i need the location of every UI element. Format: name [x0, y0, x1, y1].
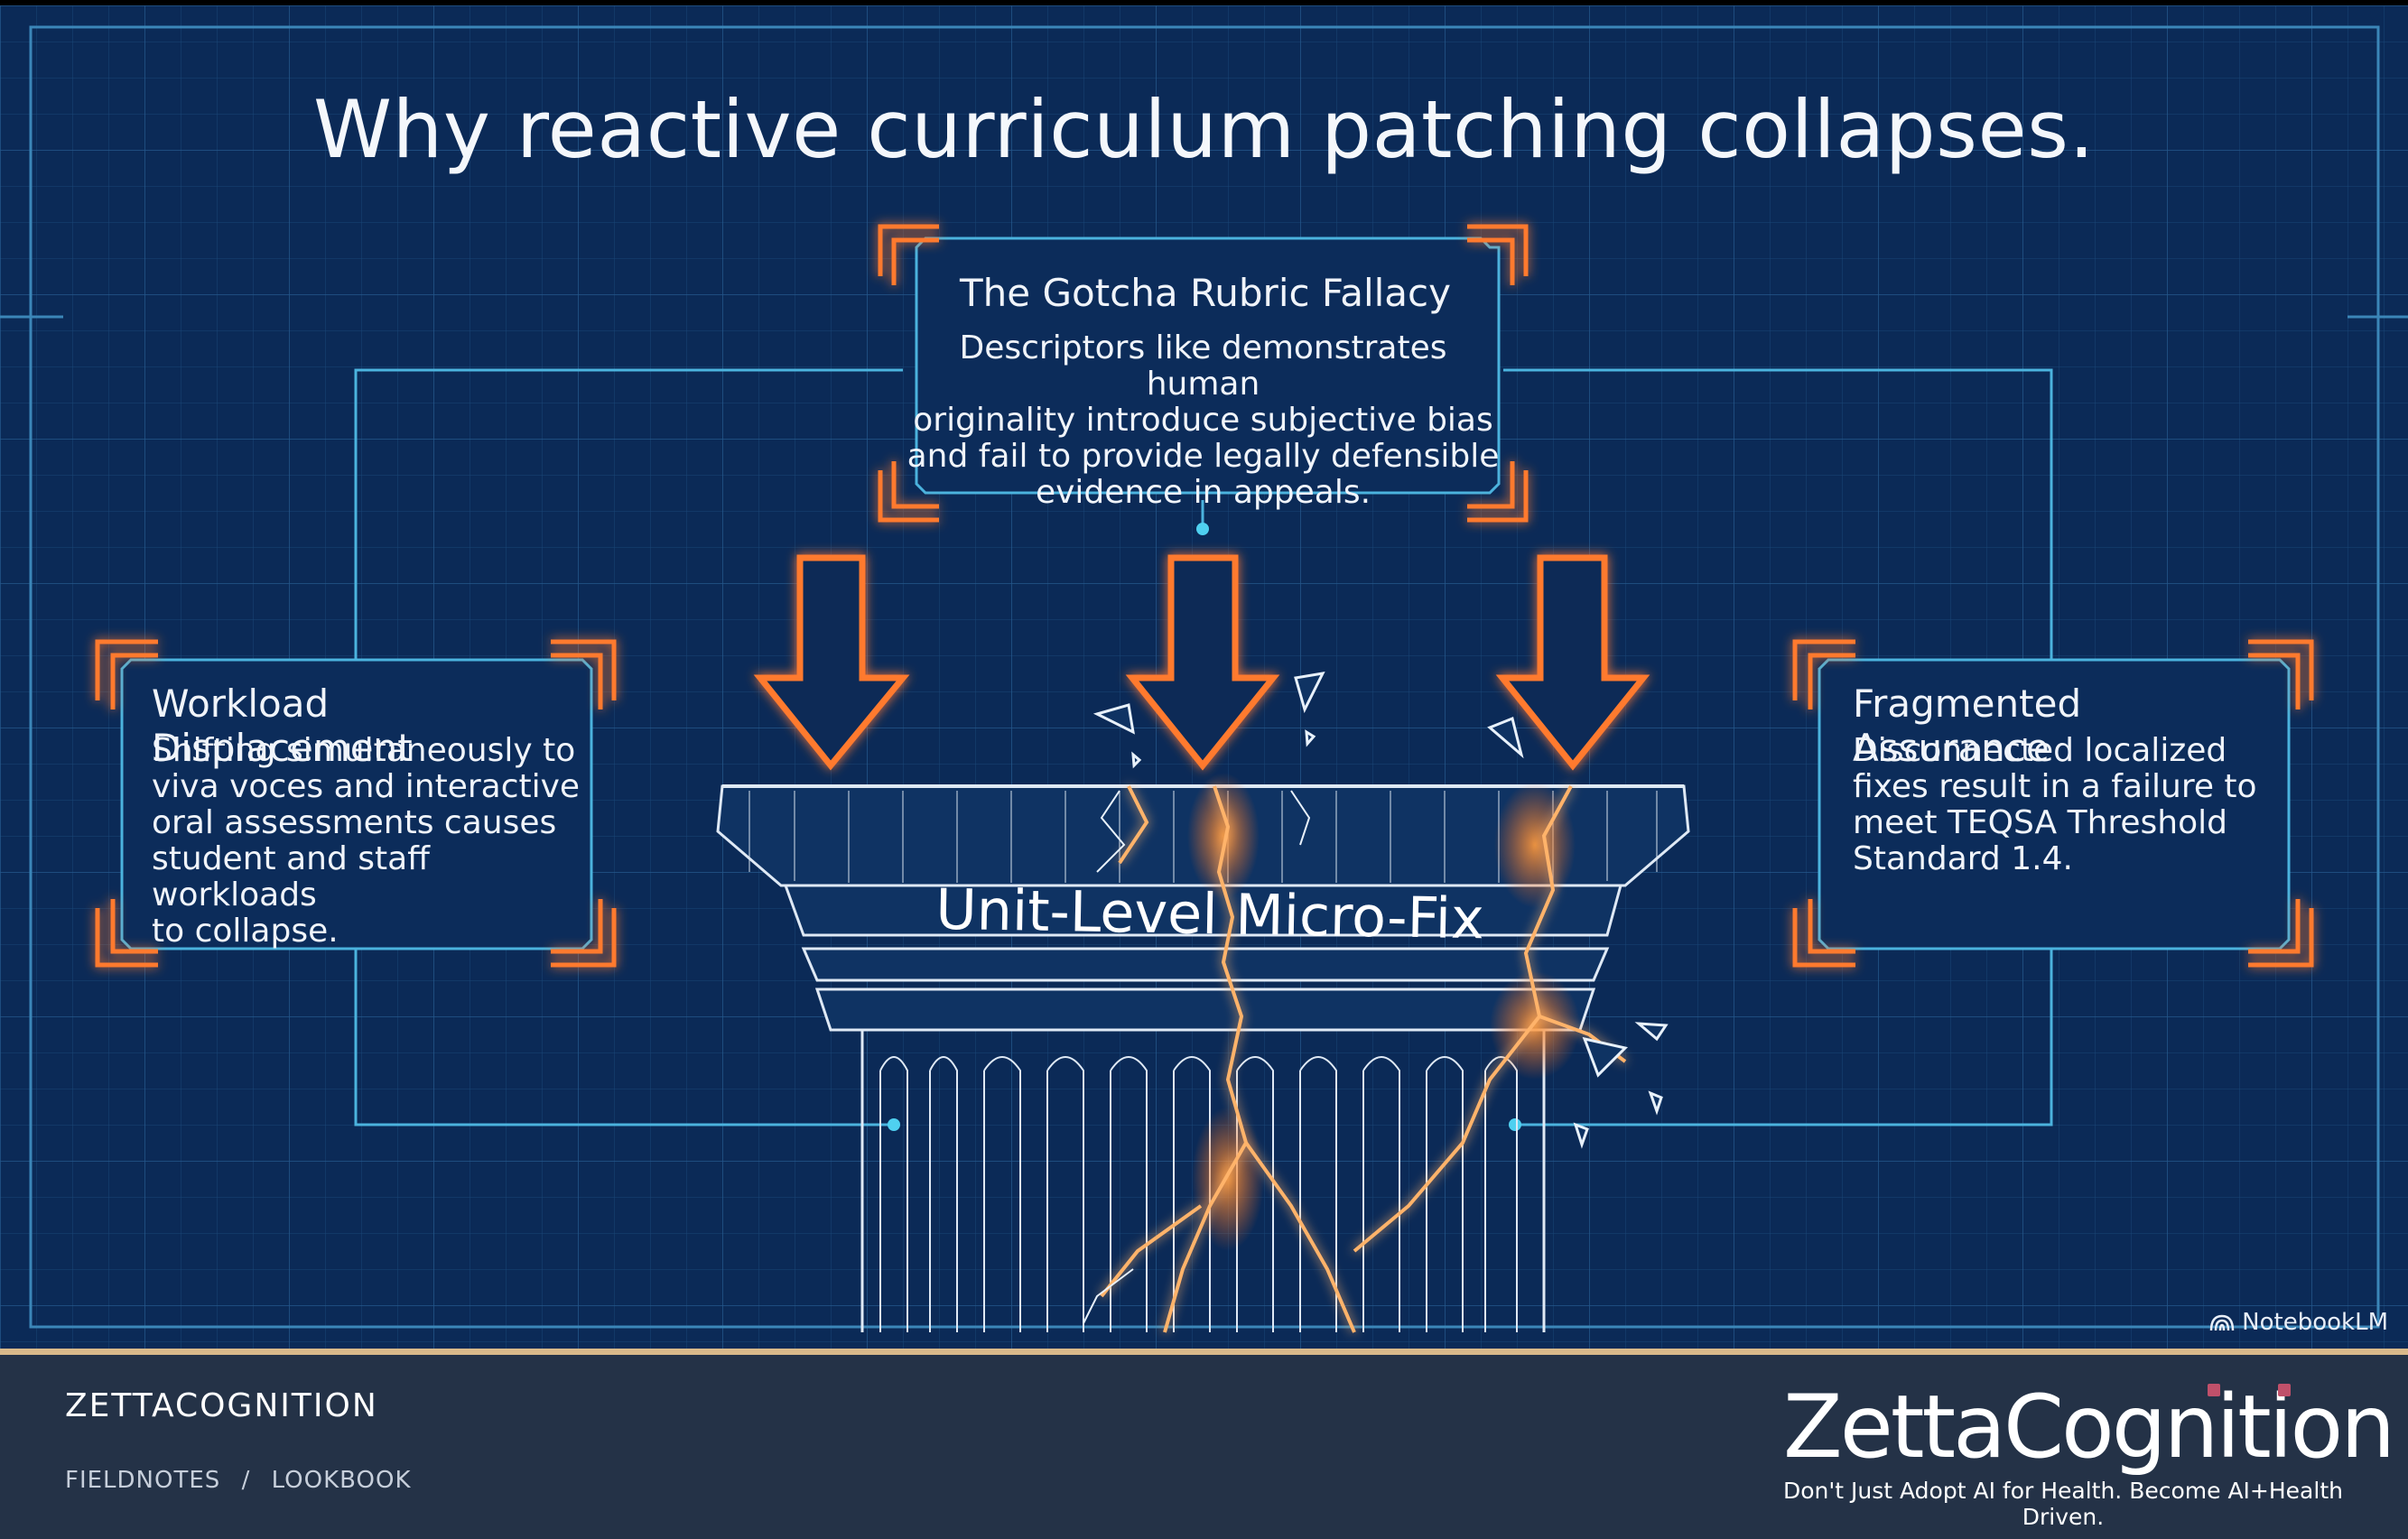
top-box-frame [878, 224, 1529, 523]
breadcrumb: FIELDNOTES / LOOKBOOK [65, 1467, 424, 1494]
pillar-cracks [1100, 785, 1627, 1333]
right-box-line: fixes result in a failure to [1853, 768, 2257, 805]
diagram-art [0, 5, 2408, 1349]
slide: Why reactive curriculum patching collaps… [0, 5, 2408, 1349]
debris [1092, 672, 1669, 1149]
top-box-title: The Gotcha Rubric Fallacy [960, 271, 1451, 315]
connector-node-left [888, 1118, 900, 1131]
top-box-line: originality introduce subjective bias [913, 402, 1493, 439]
logo-wordmark: ZettaCognition [1783, 1382, 2395, 1472]
footer-divider [0, 1349, 2408, 1355]
pillar-label: Unit-Level Micro-Fix [934, 876, 1485, 952]
left-box-frame [95, 639, 617, 968]
left-box-line: student and staff workloads [152, 840, 430, 913]
breadcrumb-fieldnotes[interactable]: FIELDNOTES [65, 1467, 221, 1494]
slide-title: Why reactive curriculum patching collaps… [313, 83, 2095, 176]
notebooklm-watermark: NotebookLM [2209, 1309, 2388, 1336]
top-box-line: Descriptors like demonstrates human [959, 329, 1447, 403]
logo-text: ZettaCognition [1783, 1377, 2395, 1478]
right-box-body: Disconnected localized fixes result in a… [1853, 733, 2277, 877]
connector-node-right [1509, 1118, 1521, 1131]
left-box-title: Workload Displacement [152, 681, 413, 770]
connector-node-top [1196, 523, 1209, 535]
top-box-body: Descriptors like demonstrates human orig… [903, 330, 1503, 511]
logo-dot-icon [2208, 1384, 2220, 1396]
left-box-line: Shifting simultaneously to [152, 732, 576, 769]
right-box-frame [1792, 639, 2314, 968]
left-box-line: viva voces and interactive [152, 768, 581, 805]
breadcrumb-separator: / [241, 1467, 251, 1494]
right-box-line: meet TEQSA Threshold [1853, 804, 2228, 841]
down-arrows [753, 554, 1650, 771]
top-border [0, 0, 2408, 5]
top-box-line: and fail to provide legally defensible [906, 438, 1500, 475]
notebooklm-icon [2209, 1314, 2235, 1331]
left-box-line: to collapse. [152, 913, 339, 950]
right-box-line: Disconnected localized [1853, 732, 2227, 769]
left-box-body: Shifting simultaneously to viva voces an… [152, 733, 585, 950]
logo-tagline: Don't Just Adopt AI for Health. Become A… [1783, 1478, 2343, 1530]
connector-lines [354, 368, 2053, 1126]
logo-dot-icon [2278, 1384, 2291, 1396]
right-box-title: Fragmented Assurance [1853, 681, 2082, 770]
watermark-label: NotebookLM [2242, 1309, 2388, 1336]
zettacognition-logo: ZettaCognition Don't Just Adopt AI for H… [1783, 1382, 2395, 1530]
footer-brand[interactable]: ZETTACOGNITION [65, 1387, 378, 1424]
top-box-line: evidence in appeals. [1035, 474, 1371, 511]
right-box-line: Standard 1.4. [1853, 840, 2073, 877]
pillar-cracks-white [1083, 790, 1311, 1324]
footer: ZETTACOGNITION FIELDNOTES / LOOKBOOK Zet… [0, 1355, 2408, 1539]
left-box-line: oral assessments causes [152, 804, 557, 841]
breadcrumb-lookbook[interactable]: LOOKBOOK [271, 1467, 412, 1494]
blueprint-frame [29, 25, 2380, 1329]
